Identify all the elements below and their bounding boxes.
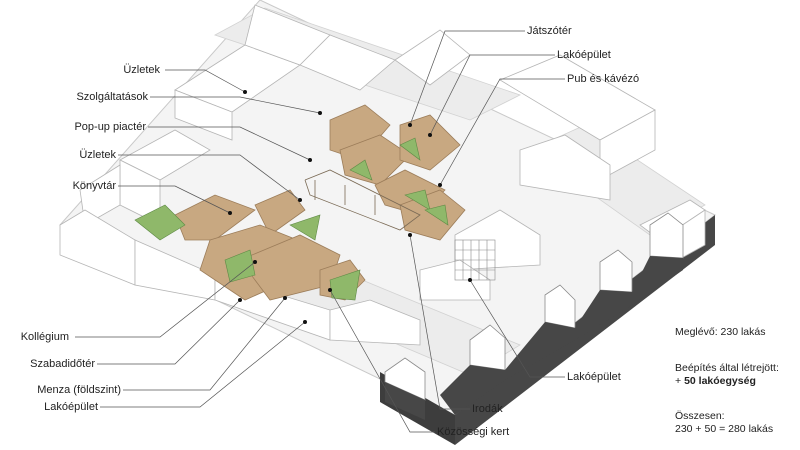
facade-row-southeast (384, 212, 684, 401)
label-uzletek-2: Üzletek (79, 149, 116, 161)
stat-added: Beépítés által létrejött: + 50 lakóegysé… (675, 362, 779, 388)
stat-total-label: Összesen: (675, 410, 725, 422)
stat-added-prefix: + (675, 375, 685, 387)
label-lakoepulet-left: Lakóépület (44, 401, 98, 413)
label-pub-kavezo: Pub és kávézó (567, 73, 640, 85)
label-menza: Menza (földszint) (37, 384, 121, 396)
label-lakoepulet-top: Lakóépület (557, 49, 611, 61)
office-grid-facade (454, 239, 496, 281)
label-popup-piacter: Pop-up piactér (74, 121, 146, 133)
label-jatszoter: Játszótér (527, 25, 572, 37)
label-irodak: Irodák (472, 403, 503, 415)
label-szabadidoter: Szabadidőtér (30, 358, 95, 370)
stat-added-line: + 50 lakóegység (675, 375, 779, 388)
stat-total: Összesen: 230 + 50 = 280 lakás (675, 410, 773, 436)
courtyard-greens (134, 137, 449, 301)
label-uzletek-1: Üzletek (123, 64, 160, 76)
stat-added-value: 50 lakóegység (684, 375, 756, 387)
stat-added-label: Beépítés által létrejött: (675, 362, 779, 374)
label-kollegium: Kollégium (20, 331, 69, 343)
leader-dots (228, 90, 472, 324)
leader-lines (75, 30, 565, 433)
label-kozossegi-kert: Közösségi kert (437, 426, 510, 438)
label-lakoepulet-right: Lakóépület (567, 371, 621, 383)
label-konyvtar: Könyvtár (72, 180, 116, 192)
stat-total-value: 230 + 50 = 280 lakás (675, 423, 774, 435)
bridge-structure (304, 169, 421, 231)
stat-existing: Meglévő: 230 lakás (675, 326, 766, 338)
label-szolgaltatasok: Szolgáltatások (76, 91, 148, 103)
